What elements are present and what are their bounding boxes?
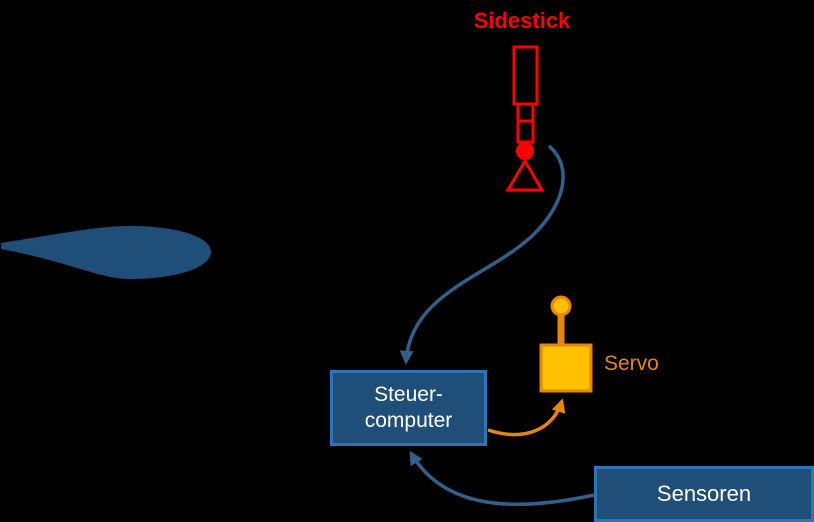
sidestick-label: Sidestick <box>473 8 571 33</box>
steuercomputer-label-line1: Steuer- <box>374 382 443 406</box>
sensoren-box: Sensoren <box>594 466 814 522</box>
steuercomputer-box: Steuer- computer <box>330 370 487 446</box>
sensoren-label: Sensoren <box>656 481 752 506</box>
control-surface-icon <box>1 226 211 279</box>
flow-arrow-sidestick-to-computer <box>399 144 565 365</box>
sidestick-icon <box>505 45 545 192</box>
servo-icon <box>539 295 593 393</box>
steuercomputer-label-line2: computer <box>364 409 453 432</box>
flow-arrow-sensors-to-computer <box>409 450 595 507</box>
flow-arrow-computer-to-servo <box>487 398 566 437</box>
servo-label: Servo <box>604 352 659 375</box>
